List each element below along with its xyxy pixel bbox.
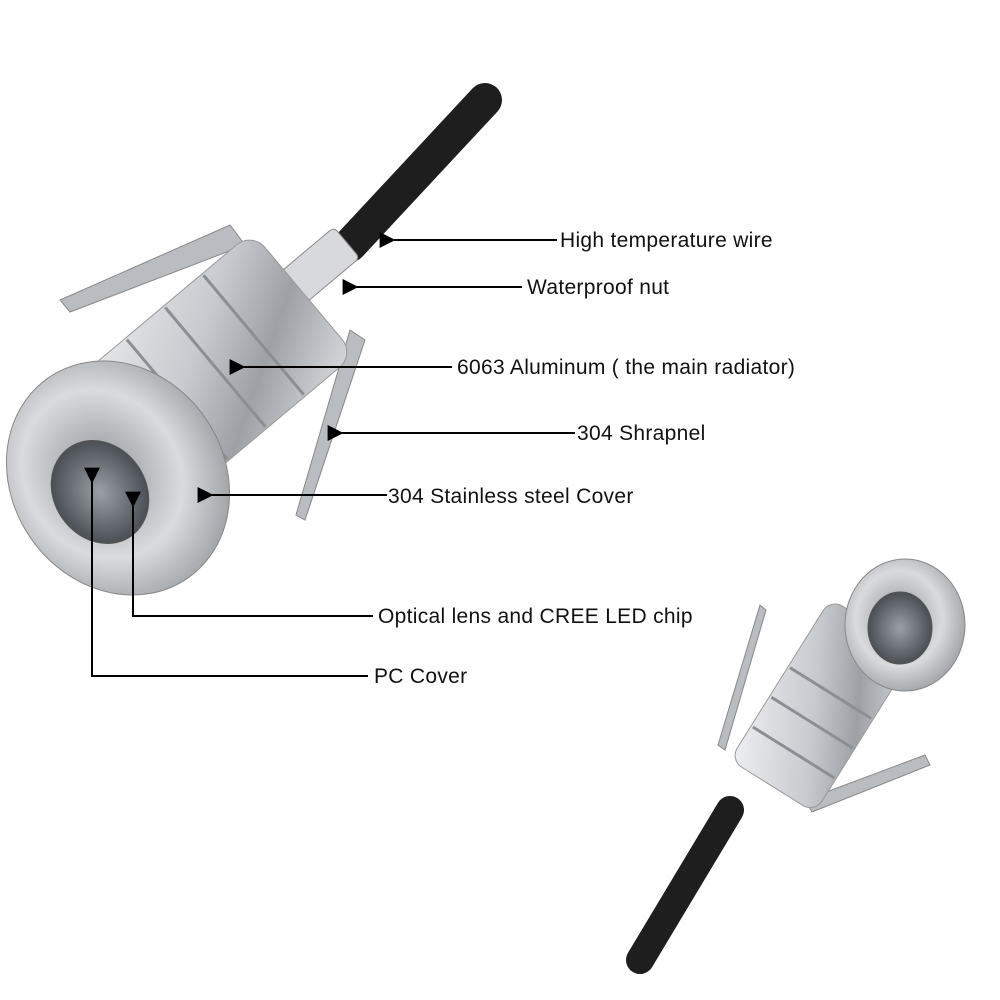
label-stainless-cover: 304 Stainless steel Cover: [388, 485, 634, 508]
label-shrapnel: 304 Shrapnel: [577, 422, 706, 445]
small-light: [626, 558, 966, 974]
callout-lines: [84, 232, 575, 677]
callout-lens: [125, 491, 373, 617]
label-optical-lens: Optical lens and CREE LED chip: [378, 605, 693, 628]
cable: [626, 796, 744, 974]
cable: [333, 83, 502, 262]
label-pc-cover: PC Cover: [374, 665, 468, 688]
label-high-temperature-wire: High temperature wire: [560, 229, 773, 252]
large-light: [5, 83, 502, 596]
shrapnel: [717, 604, 767, 751]
label-aluminum-radiator: 6063 Aluminum ( the main radiator): [457, 356, 796, 379]
lens: [867, 591, 933, 665]
lens: [50, 439, 150, 545]
callout-pc-cover: [84, 467, 368, 677]
label-waterproof-nut: Waterproof nut: [527, 276, 670, 299]
